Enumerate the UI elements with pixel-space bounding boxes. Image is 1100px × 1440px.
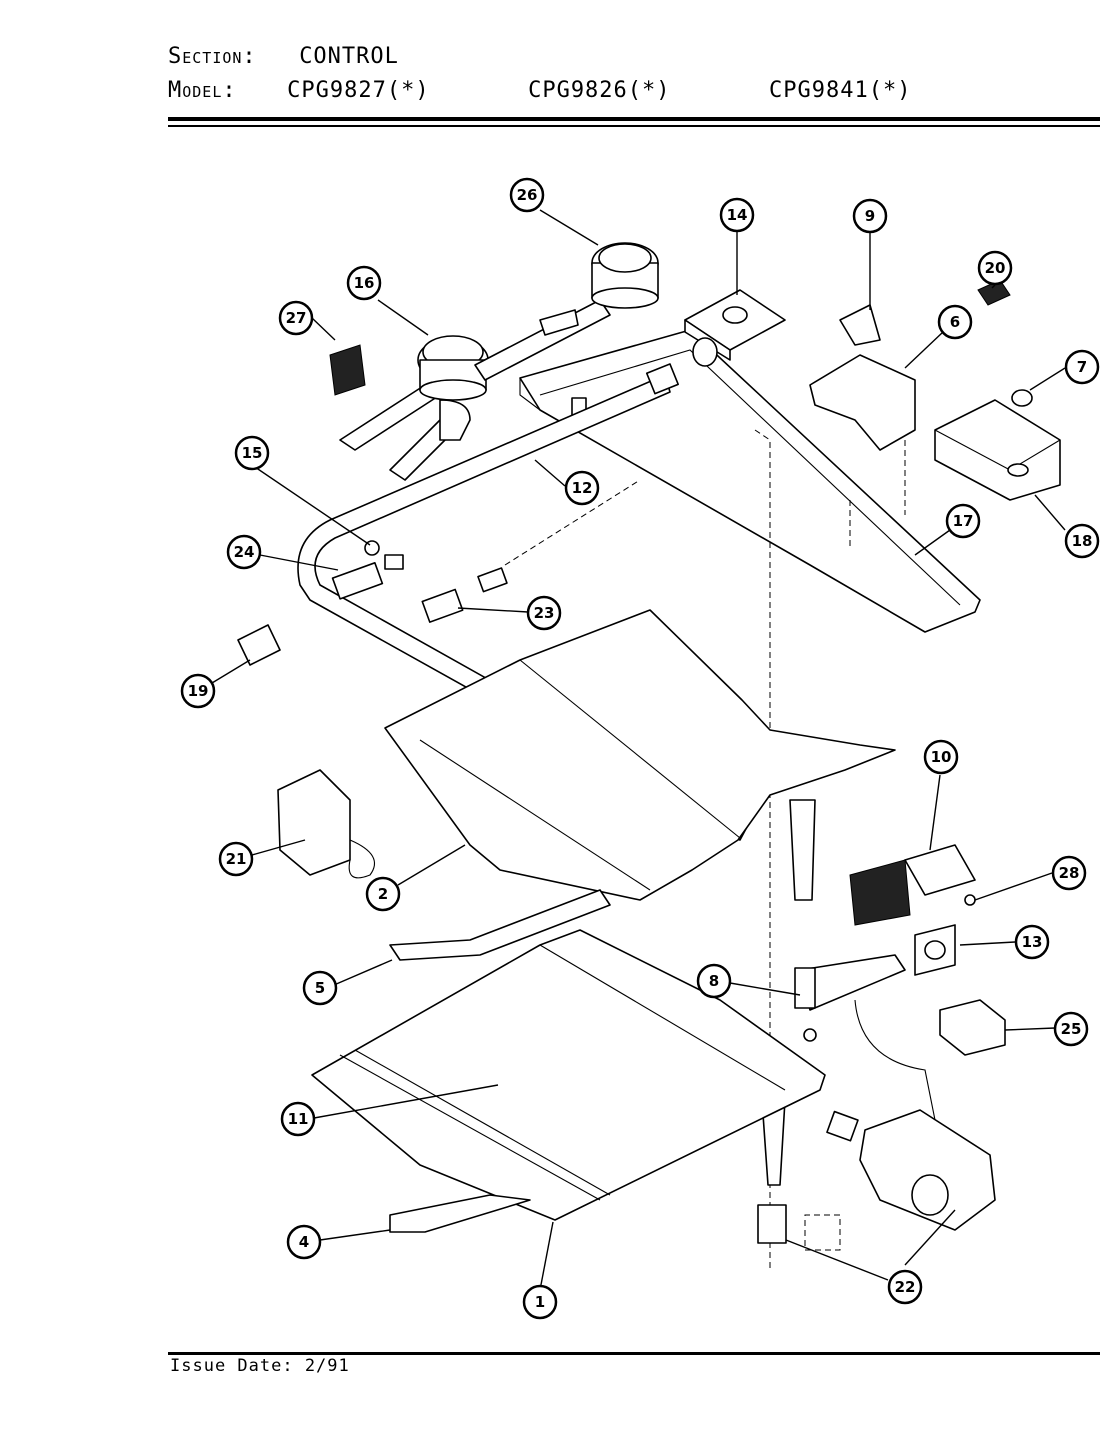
- callout-7: 7: [1064, 349, 1100, 385]
- callout-28: 28: [1051, 855, 1087, 891]
- callout-15: 15: [234, 435, 270, 471]
- svg-text:12: 12: [572, 479, 593, 497]
- burner-shield: [384, 609, 896, 901]
- header-rule-thin: [168, 125, 1100, 127]
- footer-rule: [168, 1352, 1100, 1355]
- svg-text:22: 22: [895, 1278, 916, 1296]
- callout-8: 8: [696, 963, 732, 999]
- part-19: [237, 624, 281, 666]
- callout-22: 22: [887, 1269, 923, 1305]
- section-value: CONTROL: [299, 44, 399, 69]
- part-27: [329, 344, 366, 396]
- valve-block: [684, 289, 786, 367]
- svg-text:13: 13: [1022, 933, 1043, 951]
- svg-text:8: 8: [709, 972, 719, 990]
- svg-text:15: 15: [242, 444, 263, 462]
- model-2: CPG9826(*): [528, 78, 671, 103]
- svg-text:21: 21: [226, 850, 247, 868]
- callout-13: 13: [1014, 924, 1050, 960]
- callout-17: 17: [945, 503, 981, 539]
- burner-assembly: [339, 242, 659, 481]
- callout-20: 20: [977, 250, 1013, 286]
- svg-text:20: 20: [985, 259, 1006, 277]
- svg-text:17: 17: [953, 512, 974, 530]
- section-label: Section:: [168, 44, 257, 69]
- svg-text:26: 26: [517, 186, 538, 204]
- callout-26: 26: [509, 177, 545, 213]
- svg-text:18: 18: [1072, 532, 1093, 550]
- svg-text:19: 19: [188, 682, 209, 700]
- leader-lines: [211, 209, 1066, 1291]
- svg-text:1: 1: [535, 1293, 545, 1311]
- screw-28: [964, 894, 976, 906]
- regulator-22: [757, 999, 996, 1244]
- callout-4: 4: [286, 1224, 322, 1260]
- svg-text:28: 28: [1059, 864, 1080, 882]
- orifice-tube-a: [789, 799, 816, 901]
- section-line: Section: CONTROL: [168, 44, 399, 69]
- switch-7: [1011, 389, 1033, 407]
- part-10: [849, 844, 976, 926]
- svg-text:11: 11: [288, 1110, 309, 1128]
- svg-text:9: 9: [865, 207, 875, 225]
- part-21: [277, 769, 375, 879]
- model-3: CPG9841(*): [769, 78, 912, 103]
- callout-18: 18: [1064, 523, 1100, 559]
- svg-text:6: 6: [950, 313, 960, 331]
- bracket-4: [389, 1194, 531, 1233]
- callout-10: 10: [923, 739, 959, 775]
- part-25: [939, 999, 1006, 1056]
- svg-text:7: 7: [1077, 358, 1087, 376]
- callout-2: 2: [365, 876, 401, 912]
- callout-23: 23: [526, 595, 562, 631]
- issue-date: Issue Date: 2/91: [170, 1356, 350, 1376]
- svg-text:27: 27: [286, 309, 307, 327]
- callout-11: 11: [280, 1101, 316, 1137]
- part-8: [794, 954, 906, 1042]
- callout-25: 25: [1053, 1011, 1089, 1047]
- header-rule-thick: [168, 117, 1100, 121]
- svg-text:14: 14: [727, 206, 748, 224]
- callout-1: 1: [522, 1284, 558, 1320]
- callout-5: 5: [302, 970, 338, 1006]
- burner-pan: [311, 929, 826, 1221]
- svg-text:16: 16: [354, 274, 375, 292]
- bracket-9: [839, 304, 881, 346]
- callout-27: 27: [278, 300, 314, 336]
- guide-line: [754, 429, 771, 1270]
- svg-text:4: 4: [299, 1233, 309, 1251]
- svg-text:24: 24: [234, 543, 255, 561]
- callout-14: 14: [719, 197, 755, 233]
- model-label: Model:: [168, 78, 237, 103]
- callout-12: 12: [564, 470, 600, 506]
- callout-6: 6: [937, 304, 973, 340]
- callout-24: 24: [226, 534, 262, 570]
- bracket-5: [389, 889, 611, 961]
- model-1: CPG9827(*): [287, 78, 430, 103]
- box-18: [934, 399, 1061, 501]
- callout-9: 9: [852, 198, 888, 234]
- model-line: Model: CPG9827(*) CPG9826(*) CPG9841(*): [168, 78, 911, 103]
- callout-21: 21: [218, 841, 254, 877]
- svg-text:5: 5: [315, 979, 325, 997]
- callout-16: 16: [346, 265, 382, 301]
- svg-text:25: 25: [1061, 1020, 1082, 1038]
- bracket-6: [809, 354, 916, 451]
- svg-text:23: 23: [534, 604, 555, 622]
- callout-19: 19: [180, 673, 216, 709]
- svg-text:2: 2: [378, 885, 388, 903]
- svg-text:10: 10: [931, 748, 952, 766]
